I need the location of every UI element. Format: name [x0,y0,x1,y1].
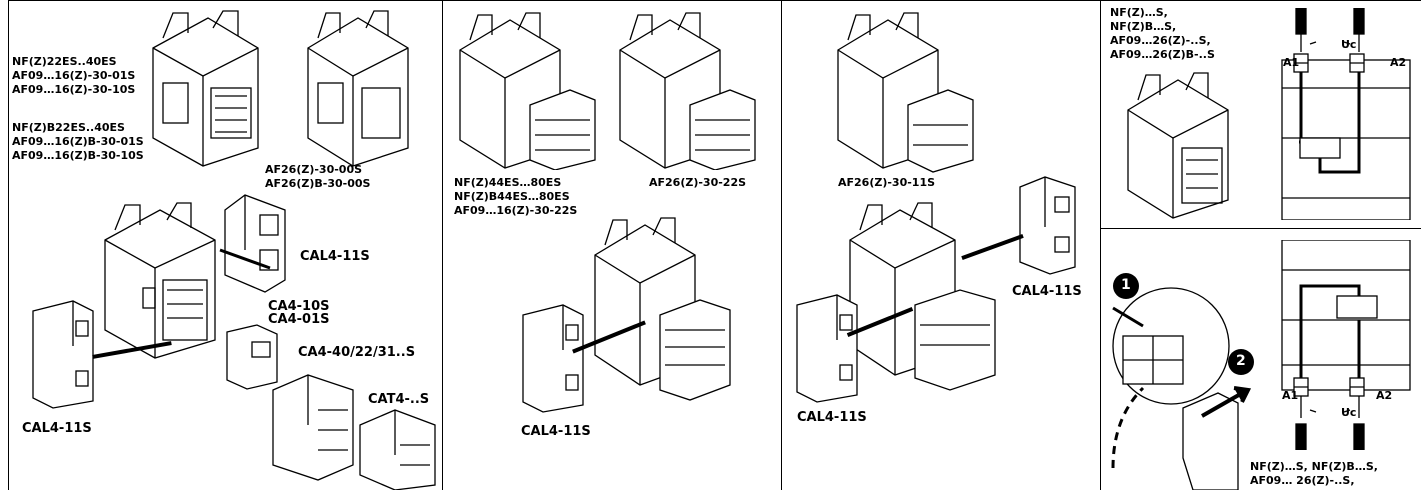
divider-1 [442,0,443,490]
p2-label-af26-22s: AF26(Z)-30-22S [649,176,747,189]
p4b-step-1-number: 1 [1121,277,1131,293]
p4b-label-1: NF(Z)…S, NF(Z)B…S, [1250,460,1378,473]
p2-label-2: NF(Z)B44ES…80ES [454,190,570,203]
p4b-terminal-a2: A2 [1376,389,1393,402]
p2-contactor-assembly-drawing [594,217,731,401]
p4b-arrow-icon [1201,386,1252,418]
p1-label-af26-2: AF26(Z)B-30-00S [265,177,371,190]
p4t-terminal-a1: A1 [1283,56,1300,69]
p3-label-af26-11s: AF26(Z)-30-11S [838,176,936,189]
p4b-wiring-diagram [1281,240,1411,450]
p1-label-ca4-01s: CA4-01S [268,312,330,327]
p1-ca4-block-drawing [226,324,278,390]
p1-label-cal4-left: CAL4-11S [22,421,92,436]
p3-label-cal4-bottom: CAL4-11S [797,410,867,425]
p1-cal4-left-drawing [32,300,94,409]
p4b-zoom-circle-drawing [1111,287,1239,490]
p4b-step-1-badge [1113,273,1139,299]
p4t-label-1: NF(Z)…S, [1110,6,1168,19]
p4b-terminal-a1: A1 [1282,389,1299,402]
p1-label-a3: AF09…16(Z)-30-10S [12,83,136,96]
p2-label-1: NF(Z)44ES…80ES [454,176,562,189]
p1-label-cat4: CAT4-..S [368,392,430,407]
p1-label-b1: NF(Z)B22ES..40ES [12,121,125,134]
p4b-voltage-uc: Uc [1341,406,1357,419]
p1-label-ca4-multi: CA4-40/22/31..S [298,345,416,360]
p1-contactor-assembly-drawing [104,202,216,359]
p2-contactor-top-right-drawing [619,12,756,170]
divider-2 [781,0,782,490]
p3-contactor-assembly-drawing [849,202,996,391]
p3-contactor-top-drawing [837,12,974,173]
p4b-label-2: AF09… 26(Z)-..S, [1250,474,1355,487]
p3-cal4-right-drawing [1019,176,1076,275]
p1-contactor-top-left-drawing [152,10,259,167]
p4t-voltage-uc: Uc [1341,38,1357,51]
p1-label-af26-1: AF26(Z)-30-00S [265,163,363,176]
p4t-terminal-a2: A2 [1390,56,1407,69]
p1-label-b3: AF09…16(Z)B-30-10S [12,149,144,162]
p1-label-a1: NF(Z)22ES..40ES [12,55,117,68]
outer-frame [8,0,1421,490]
divider-right-horizontal [1100,228,1421,229]
p2-cal4-drawing [522,304,584,413]
p1-label-ca4-10s: CA4-10S [268,299,330,314]
p3-cal4-left-drawing [796,294,858,403]
p1-cal4-right-drawing [219,194,286,293]
p1-label-a2: AF09…16(Z)-30-01S [12,69,136,82]
divider-3 [1100,0,1101,490]
p4t-contactor-drawing [1127,72,1229,219]
p1-label-cal4-right: CAL4-11S [300,249,370,264]
p3-label-cal4-right: CAL4-11S [1012,284,1082,299]
p2-label-3: AF09…16(Z)-30-22S [454,204,578,217]
p4b-step-2-badge [1228,349,1254,375]
p4t-wiring-diagram [1281,8,1411,220]
p1-label-b2: AF09…16(Z)B-30-01S [12,135,144,148]
p2-label-cal4-bottom: CAL4-11S [521,424,591,439]
p1-contactor-top-right-drawing [307,10,409,167]
p4t-label-3: AF09…26(Z)-..S, [1110,34,1211,47]
p4t-label-4: AF09…26(Z)B-..S [1110,48,1215,61]
p2-contactor-top-left-drawing [459,12,596,170]
p4b-step-2-number: 2 [1236,353,1246,369]
p1-ca4-multi-drawing [272,374,354,481]
p4t-label-2: NF(Z)B…S, [1110,20,1177,33]
p1-cat4-drawing [359,409,436,490]
